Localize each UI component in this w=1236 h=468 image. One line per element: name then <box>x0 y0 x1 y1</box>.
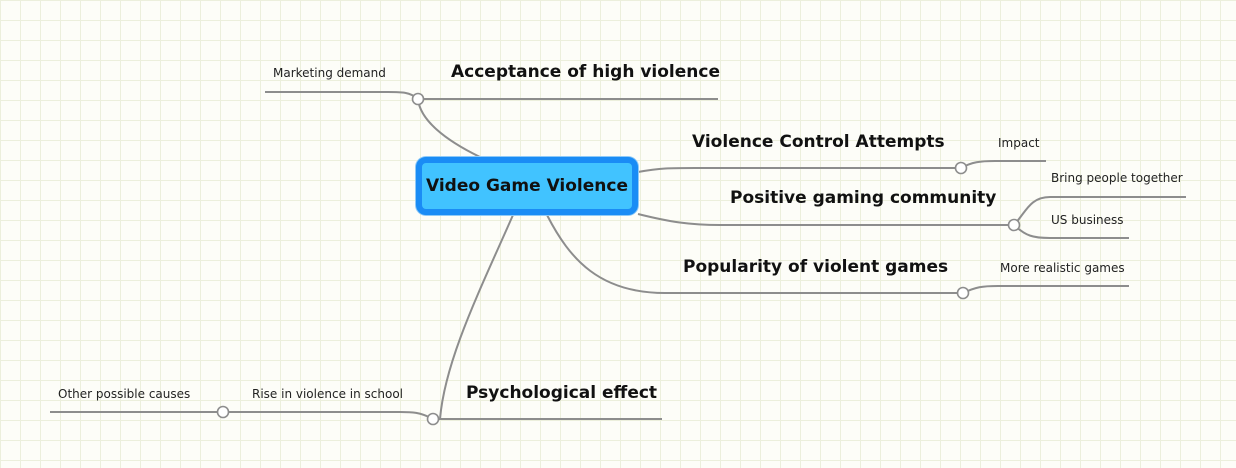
subtopic-marketing-demand[interactable]: Marketing demand <box>273 66 386 80</box>
connector-control-attempts <box>637 167 961 173</box>
subtopic-rise-violence[interactable]: Rise in violence in school <box>252 387 403 401</box>
connector-acceptance <box>416 98 718 158</box>
connector-community <box>637 213 1014 226</box>
topic-community[interactable]: Positive gaming community <box>730 188 997 208</box>
connector-marketing-demand <box>265 91 419 100</box>
collapse-toggle-psychological[interactable] <box>426 412 440 426</box>
subtopic-impact[interactable]: Impact <box>998 136 1040 150</box>
collapse-toggle-popularity[interactable] <box>956 286 970 300</box>
connector-realistic <box>962 285 1129 294</box>
subtopic-other-causes[interactable]: Other possible causes <box>58 387 191 401</box>
collapse-toggle-rise-violence[interactable] <box>216 405 230 419</box>
collapse-toggle-community[interactable] <box>1007 218 1021 232</box>
subtopic-us-business[interactable]: US business <box>1051 213 1124 227</box>
connector-impact <box>960 160 1046 169</box>
collapse-toggle-control[interactable] <box>954 161 968 175</box>
topic-control-attempts[interactable]: Violence Control Attempts <box>692 132 945 152</box>
collapse-toggle-acceptance[interactable] <box>411 92 425 106</box>
topic-psychological[interactable]: Psychological effect <box>466 383 658 403</box>
connector-popularity <box>546 214 963 294</box>
connector-rise-violence <box>223 411 434 420</box>
central-topic[interactable]: Video Game Violence <box>416 157 638 215</box>
topic-acceptance[interactable]: Acceptance of high violence <box>451 62 721 82</box>
topic-popularity[interactable]: Popularity of violent games <box>683 257 949 277</box>
connector-psychological <box>438 214 662 420</box>
subtopic-bring-people[interactable]: Bring people together <box>1051 171 1183 185</box>
subtopic-realistic-games[interactable]: More realistic games <box>1000 261 1125 275</box>
